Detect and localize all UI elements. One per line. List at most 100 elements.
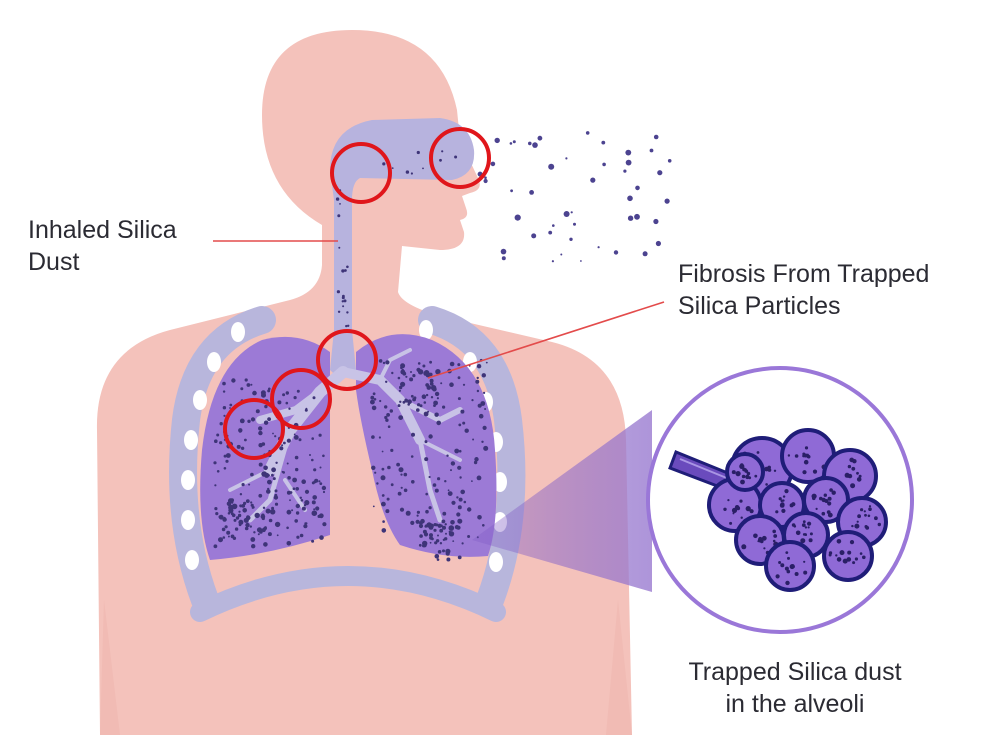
trapped-dust-particle: [760, 540, 764, 544]
trapped-dust-particle: [813, 470, 817, 474]
dust-particle: [382, 451, 384, 453]
dust-particle: [486, 362, 488, 364]
dust-particle: [215, 512, 218, 515]
dust-particle: [277, 534, 279, 536]
dust-particle: [382, 494, 385, 497]
dust-particle: [446, 455, 448, 457]
trapped-dust-particle: [781, 509, 785, 513]
trapped-dust-particle: [781, 504, 784, 507]
dust-particle: [282, 393, 285, 396]
trapped-dust-particle: [788, 454, 790, 456]
airborne-particle: [598, 246, 600, 248]
dust-particle: [264, 421, 268, 425]
dust-particle: [238, 520, 243, 525]
trapped-dust-particle: [827, 501, 831, 505]
dust-particle: [370, 396, 374, 400]
dust-particle: [392, 167, 394, 169]
dust-particle: [425, 440, 428, 443]
dust-particle: [410, 371, 412, 373]
dust-particle: [439, 159, 442, 162]
trapped-dust-particle: [741, 517, 743, 519]
dust-particle: [305, 490, 309, 494]
dust-particle: [474, 457, 478, 461]
dust-particle: [442, 406, 445, 409]
dust-particle: [445, 523, 447, 525]
dust-particle: [390, 449, 393, 452]
trapped-dust-particle: [775, 510, 778, 513]
dust-particle: [467, 535, 470, 538]
dust-particle: [250, 525, 252, 527]
dust-particle: [261, 390, 266, 395]
trapped-dust-particle: [745, 475, 749, 479]
dust-particle: [442, 512, 446, 516]
airborne-particle: [653, 219, 658, 224]
dust-particle: [346, 266, 349, 269]
dust-particle: [405, 376, 407, 378]
airborne-particle: [656, 241, 661, 246]
dust-particle: [338, 247, 340, 249]
dust-particle: [411, 433, 415, 437]
dust-particle: [382, 468, 385, 471]
dust-particle: [481, 441, 483, 443]
dust-particle: [292, 478, 297, 483]
dust-particle: [319, 513, 324, 518]
dust-particle: [440, 382, 442, 384]
dust-particle: [379, 400, 381, 402]
dust-particle: [379, 436, 381, 438]
airborne-particle: [552, 260, 554, 262]
dust-particle: [448, 489, 450, 491]
dust-particle: [319, 434, 322, 437]
trapped-dust-particle: [848, 465, 851, 468]
airborne-particle: [657, 170, 662, 175]
dust-particle: [483, 426, 487, 430]
airborne-particle: [529, 190, 534, 195]
dust-particle: [484, 408, 486, 410]
trapped-dust-particle: [805, 534, 807, 536]
airborne-particle: [531, 233, 536, 238]
trapped-dust-particle: [776, 574, 780, 578]
dust-particle: [272, 433, 274, 435]
airborne-particle: [532, 142, 538, 148]
dust-particle: [269, 481, 272, 484]
airborne-particle: [571, 211, 573, 213]
dust-particle: [273, 477, 276, 480]
trapped-dust-particle: [864, 510, 866, 512]
dust-particle: [217, 470, 220, 473]
dust-particle: [449, 531, 454, 536]
dust-particle: [322, 455, 325, 458]
dust-particle: [428, 434, 432, 438]
trapped-dust-particle: [785, 551, 788, 554]
dust-particle: [419, 524, 423, 528]
dust-particle: [398, 415, 403, 420]
dust-particle: [337, 214, 340, 217]
dust-particle: [471, 480, 473, 482]
dust-particle: [297, 390, 300, 393]
airborne-particle: [654, 135, 659, 140]
dust-particle: [267, 389, 270, 392]
dust-particle: [286, 391, 289, 394]
trapped-dust-particle: [742, 475, 746, 479]
dust-particle: [219, 441, 222, 444]
airborne-particle: [548, 164, 554, 170]
dust-particle: [235, 527, 238, 530]
trapped-dust-particle: [739, 500, 742, 503]
trapped-dust-particle: [729, 522, 732, 525]
trapped-dust-particle: [750, 509, 754, 513]
trapped-dust-particle: [780, 563, 784, 567]
dust-particle: [222, 528, 226, 532]
dust-particle: [437, 535, 439, 537]
dust-particle: [255, 513, 260, 518]
dust-particle: [448, 491, 453, 496]
dust-particle: [320, 467, 322, 469]
trapped-dust-particle: [805, 446, 808, 449]
airborne-particle: [510, 189, 513, 192]
dust-particle: [436, 413, 438, 415]
trapped-dust-particle: [754, 475, 757, 478]
trapped-dust-particle: [802, 470, 806, 474]
airborne-particle: [643, 251, 648, 256]
trapped-dust-particle: [778, 561, 781, 564]
dust-particle: [464, 501, 467, 504]
dust-particle: [433, 483, 437, 487]
trapped-dust-particle: [869, 505, 871, 507]
dust-particle: [264, 473, 269, 478]
